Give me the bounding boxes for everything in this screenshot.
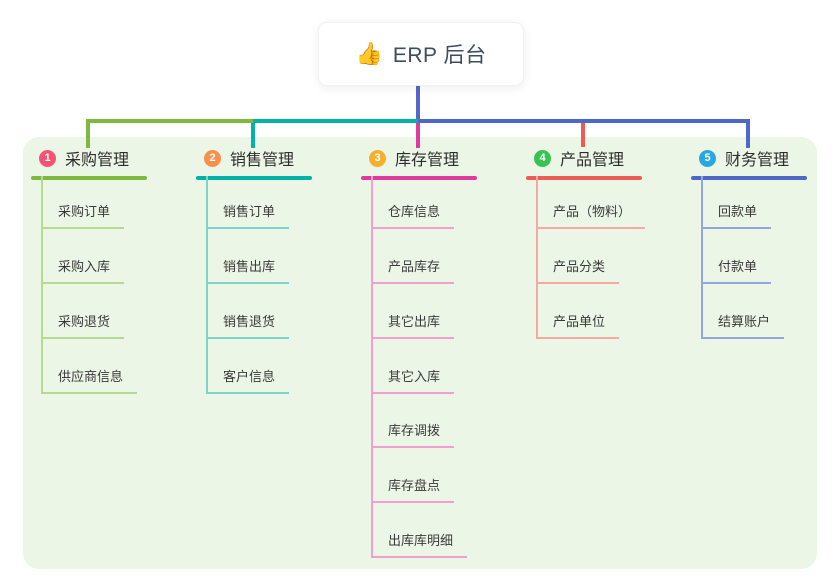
- drop-line-product: [581, 123, 585, 147]
- branch-node-product[interactable]: 4 产品管理: [526, 146, 686, 170]
- child-node-other-outbound[interactable]: 其它出库: [371, 314, 455, 339]
- branch-number-badge: 2: [204, 149, 221, 167]
- branch-underline: [196, 176, 312, 180]
- child-node-customer-info[interactable]: 客户信息: [206, 369, 290, 394]
- branch-purchase-management: 1 采购管理 采购订单 采购入库 采购退货 供应商信息: [31, 146, 191, 569]
- drop-line-sales: [251, 123, 255, 148]
- bus-line-purchase-segment: [86, 119, 253, 123]
- drop-line-finance: [746, 119, 750, 148]
- branch-title: 采购管理: [65, 152, 130, 169]
- child-node-product-stock[interactable]: 产品库存: [371, 259, 455, 284]
- child-node-receipt-bill[interactable]: 回款单: [701, 204, 772, 229]
- branch-node-inventory[interactable]: 3 库存管理: [361, 146, 521, 170]
- child-node-purchase-return[interactable]: 采购退货: [41, 314, 125, 339]
- child-node-supplier-info[interactable]: 供应商信息: [41, 369, 138, 394]
- child-node-sales-outbound[interactable]: 销售出库: [206, 259, 290, 284]
- branch-title: 产品管理: [560, 152, 625, 169]
- branch-node-purchase[interactable]: 1 采购管理: [31, 146, 191, 170]
- drop-line-purchase: [86, 119, 90, 148]
- child-node-purchase-inbound[interactable]: 采购入库: [41, 259, 125, 284]
- child-node-other-inbound[interactable]: 其它入库: [371, 369, 455, 394]
- branch-sales-management: 2 销售管理 销售订单 销售出库 销售退货 客户信息: [196, 146, 356, 569]
- child-node-stock-transfer[interactable]: 库存调拨: [371, 423, 455, 448]
- branch-node-finance[interactable]: 5 财务管理: [691, 146, 839, 170]
- branch-underline: [361, 176, 477, 180]
- child-node-sales-order[interactable]: 销售订单: [206, 204, 290, 229]
- branch-trunk-line: [371, 176, 373, 558]
- branch-trunk-line: [536, 176, 538, 339]
- branch-title: 库存管理: [395, 152, 460, 169]
- child-node-sales-return[interactable]: 销售退货: [206, 314, 290, 339]
- branch-finance-management: 5 财务管理 回款单 付款单 结算账户: [691, 146, 839, 569]
- root-connector-line: [416, 84, 420, 123]
- branch-trunk-line: [206, 176, 208, 394]
- child-node-product-material[interactable]: 产品（物料）: [536, 204, 646, 229]
- child-node-product-category[interactable]: 产品分类: [536, 259, 620, 284]
- branches-background-panel: [23, 137, 817, 569]
- thumbs-up-icon: 👍: [355, 41, 383, 66]
- branch-inventory-management: 3 库存管理 仓库信息 产品库存 其它出库 其它入库 库存调拨 库存盘点 出库库…: [361, 146, 521, 569]
- branch-underline: [526, 176, 642, 180]
- branch-title: 销售管理: [230, 152, 295, 169]
- drop-line-inventory: [416, 123, 420, 148]
- root-node-title: ERP 后台: [392, 44, 487, 67]
- bus-line-sales-segment: [253, 119, 418, 123]
- branch-trunk-line: [701, 176, 703, 339]
- child-node-stock-taking[interactable]: 库存盘点: [371, 478, 455, 503]
- branch-underline: [31, 176, 147, 180]
- child-node-outbound-detail[interactable]: 出库库明细: [371, 533, 468, 558]
- root-node-erp-backend[interactable]: 👍 ERP 后台: [318, 22, 524, 86]
- branch-number-badge: 3: [369, 149, 386, 167]
- branch-product-management: 4 产品管理 产品（物料） 产品分类 产品单位: [526, 146, 686, 569]
- child-node-product-unit[interactable]: 产品单位: [536, 314, 620, 339]
- child-node-warehouse-info[interactable]: 仓库信息: [371, 204, 455, 229]
- branch-number-badge: 1: [39, 149, 56, 167]
- child-node-settlement-account[interactable]: 结算账户: [701, 314, 785, 339]
- branch-underline: [691, 176, 807, 180]
- branch-title: 财务管理: [725, 152, 790, 169]
- branch-trunk-line: [41, 176, 43, 394]
- child-node-purchase-order[interactable]: 采购订单: [41, 204, 125, 229]
- branch-number-badge: 5: [699, 149, 716, 167]
- branch-number-badge: 4: [534, 149, 551, 167]
- bus-line-finance-segment: [418, 119, 750, 123]
- branch-node-sales[interactable]: 2 销售管理: [196, 146, 356, 170]
- child-node-payment-bill[interactable]: 付款单: [701, 259, 772, 284]
